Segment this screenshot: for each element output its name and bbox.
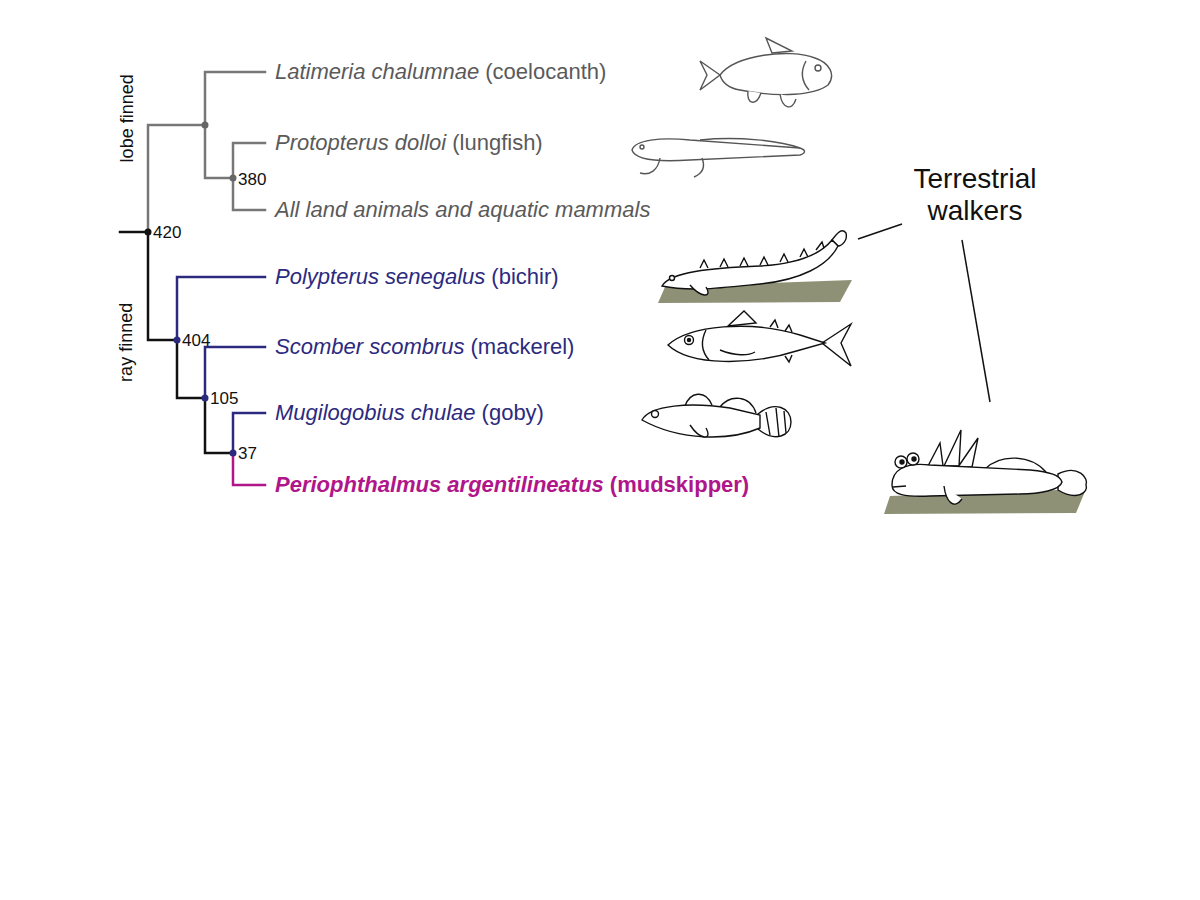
leader-line (858, 224, 902, 239)
mudskipper-drawing (892, 430, 1086, 504)
node-dot (202, 122, 209, 129)
taxon-name: All land animals and aquatic mammals (275, 197, 650, 222)
taxon-name: Mugilogobius chulae (275, 400, 476, 425)
divergence-time: 404 (182, 331, 210, 351)
divergence-time: 105 (210, 389, 238, 409)
common-name: (mackerel) (471, 334, 575, 359)
bichir-drawing (662, 231, 846, 295)
root-branch (120, 231, 148, 234)
tree-branches (120, 72, 265, 485)
taxon-name: Periophthalmus argentilineatus (275, 472, 604, 497)
common-name: (mudskipper) (610, 472, 749, 497)
ray-branch (148, 232, 177, 340)
lungfish-drawing (632, 139, 805, 177)
callout-label: Terrestrial walkers (875, 163, 1075, 227)
goby-drawing (642, 394, 791, 437)
clade-label: lobe finned (117, 74, 138, 162)
node-dot (145, 229, 152, 236)
divergence-time: 420 (153, 223, 181, 243)
coelacanth-drawing (700, 38, 832, 107)
mackerel-drawing (668, 311, 851, 366)
lobe-branches (205, 72, 265, 210)
node-dot (230, 175, 237, 182)
taxon-name: Latimeria chalumnae (275, 59, 479, 84)
taxon-name: Protopterus dolloi (275, 130, 446, 155)
common-name: (goby) (482, 400, 544, 425)
common-name: (coelocanth) (485, 59, 606, 84)
bichir-branch (177, 277, 265, 340)
leader-line (962, 240, 990, 402)
node-dot (174, 337, 181, 344)
node-dot (202, 395, 209, 402)
node-dot (230, 450, 237, 457)
leader-lines (858, 224, 990, 402)
lobe-branch (148, 125, 205, 232)
divergence-time: 37 (238, 444, 257, 464)
clade-label: ray finned (117, 302, 138, 381)
common-name: (bichir) (491, 264, 558, 289)
taxon-name: Scomber scombrus (275, 334, 465, 359)
taxon-name: Polypterus senegalus (275, 264, 485, 289)
divergence-time: 380 (238, 170, 266, 190)
common-name: (lungfish) (452, 130, 542, 155)
